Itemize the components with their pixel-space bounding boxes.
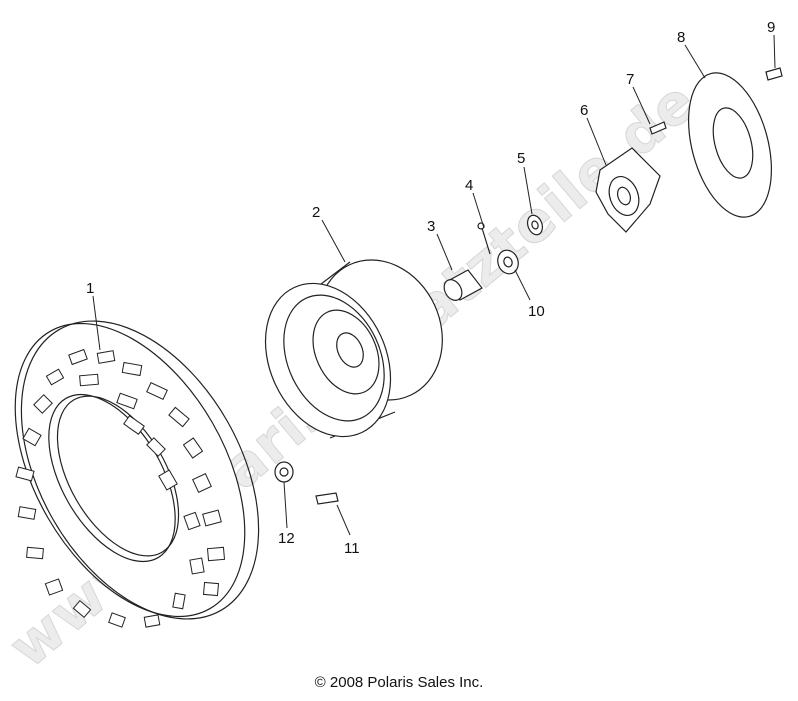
callout-3: 3 <box>427 218 435 235</box>
bolt-part <box>765 67 783 81</box>
wheel-bolt-part <box>315 492 339 505</box>
cotter-pin-part <box>477 222 491 255</box>
callout-12: 12 <box>278 530 295 547</box>
spacer-part <box>443 269 483 301</box>
lug-nut-part <box>274 461 294 483</box>
castle-nut-part <box>497 249 519 275</box>
callout-6: 6 <box>580 102 588 119</box>
callout-5: 5 <box>517 150 525 167</box>
callout-8: 8 <box>677 29 685 46</box>
leader-lines <box>92 34 776 536</box>
callout-1: 1 <box>86 280 94 297</box>
callout-2: 2 <box>312 204 320 221</box>
hub-part <box>595 147 661 233</box>
callouts: 1 2 3 4 5 6 7 8 9 10 11 12 <box>86 19 775 557</box>
brake-disc-part <box>687 72 773 218</box>
tire-part <box>14 320 260 628</box>
rim-part <box>264 259 443 439</box>
callout-10: 10 <box>528 303 545 320</box>
callout-4: 4 <box>465 177 473 194</box>
callout-7: 7 <box>626 71 634 88</box>
copyright-notice: © 2008 Polaris Sales Inc. <box>314 674 484 691</box>
washer-part <box>526 214 544 236</box>
stud-part <box>649 121 667 135</box>
callout-9: 9 <box>767 19 775 36</box>
callout-11: 11 <box>344 540 360 557</box>
